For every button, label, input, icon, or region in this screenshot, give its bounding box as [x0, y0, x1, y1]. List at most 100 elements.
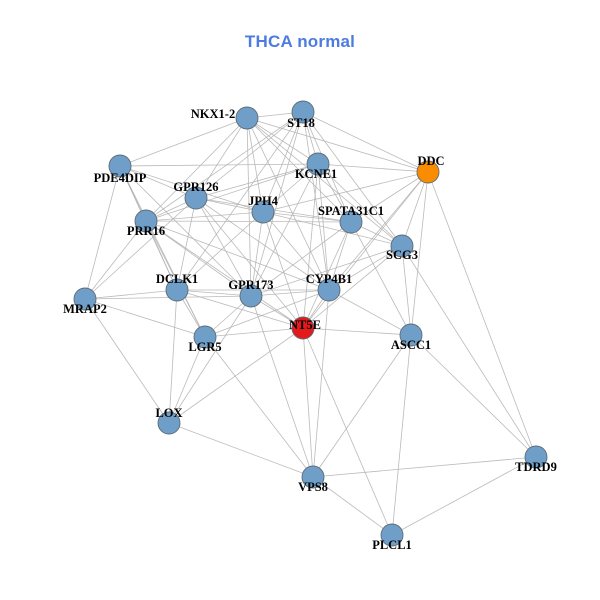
- node-label-PDE4DIP: PDE4DIP: [94, 171, 147, 185]
- edge-DDC-TDRD9: [427, 171, 537, 458]
- node-label-ST18: ST18: [287, 116, 315, 130]
- edge-KCNE1-NT5E: [302, 163, 319, 329]
- edge-PRR16-DCLK1: [145, 220, 178, 291]
- edge-NT5E-VPS8: [302, 327, 314, 478]
- edge-ASCC1-TDRD9: [410, 334, 537, 458]
- edge-DCLK1-LOX: [168, 289, 178, 424]
- node-MRAP2: [73, 287, 97, 311]
- edge-NT5E-PLCL1: [302, 327, 393, 536]
- edge-LOX-VPS8: [168, 422, 314, 478]
- edge-SPATA31C1-DDC: [350, 171, 429, 223]
- edge-DDC-NT5E: [302, 171, 429, 329]
- node-label-SCG3: SCG3: [386, 248, 418, 262]
- edge-ST18-PRR16: [145, 111, 304, 222]
- edge-DCLK1-MRAP2: [84, 289, 178, 300]
- edge-NKX1-2-PDE4DIP: [119, 117, 248, 167]
- edge-JPH4-SCG3: [262, 211, 403, 247]
- edge-NKX1-2-CYP4B1: [246, 117, 330, 291]
- edge-ST18-DCLK1: [176, 111, 304, 291]
- edge-SCG3-DDC: [401, 171, 429, 247]
- edge-LGR5-VPS8: [204, 336, 314, 478]
- edge-DCLK1-NT5E: [176, 289, 304, 329]
- edge-GPR173-SCG3: [250, 245, 403, 297]
- node-label-JPH4: JPH4: [248, 194, 279, 208]
- edge-SPATA31C1-NT5E: [302, 221, 352, 329]
- edge-KCNE1-GPR173: [250, 163, 319, 297]
- node-ST18: [291, 100, 315, 124]
- node-label-SPATA31C1: SPATA31C1: [318, 204, 384, 218]
- edge-JPH4-DDC: [262, 171, 429, 213]
- node-PDE4DIP: [108, 154, 132, 178]
- edge-PDE4DIP-GPR173: [119, 165, 252, 297]
- node-PLCL1: [380, 523, 404, 547]
- node-ASCC1: [399, 323, 423, 347]
- chart-title: THCA normal: [244, 32, 356, 51]
- edge-CYP4B1-LGR5: [204, 289, 330, 338]
- edge-ASCC1-VPS8: [312, 334, 412, 478]
- node-SCG3: [390, 234, 414, 258]
- node-label-MRAP2: MRAP2: [63, 302, 107, 316]
- edge-MRAP2-LOX: [84, 298, 170, 424]
- edge-PDE4DIP-MRAP2: [84, 165, 121, 300]
- edge-KCNE1-PRR16: [145, 163, 319, 222]
- edge-SPATA31C1-PRR16: [145, 220, 352, 223]
- edge-JPH4-CYP4B1: [262, 211, 330, 291]
- edge-PRR16-GPR173: [145, 220, 252, 297]
- edge-JPH4-DCLK1: [176, 211, 264, 291]
- edge-GPR126-GPR173: [195, 197, 252, 297]
- node-label-DCLK1: DCLK1: [156, 272, 198, 286]
- node-label-LGR5: LGR5: [188, 340, 221, 354]
- edge-KCNE1-GPR126: [195, 163, 319, 199]
- node-DDC: [416, 160, 440, 184]
- edge-PRR16-MRAP2: [84, 220, 147, 300]
- edge-NKX1-2-PRR16: [145, 117, 248, 222]
- node-NT5E: [291, 316, 315, 340]
- node-CYP4B1: [317, 278, 341, 302]
- node-label-LOX: LOX: [155, 406, 182, 420]
- edge-ST18-CYP4B1: [302, 111, 330, 291]
- edge-SPATA31C1-GPR173: [250, 221, 352, 297]
- node-label-GPR173: GPR173: [228, 278, 273, 292]
- edge-ASCC1-PLCL1: [391, 334, 412, 536]
- node-TDRD9: [524, 445, 548, 469]
- edge-JPH4-SPATA31C1: [262, 211, 352, 223]
- edge-DDC-ASCC1: [410, 171, 429, 336]
- edge-GPR126-CYP4B1: [195, 197, 330, 291]
- node-PRR16: [134, 209, 158, 233]
- node-JPH4: [251, 200, 275, 224]
- edge-MRAP2-LGR5: [84, 298, 206, 338]
- node-VPS8: [301, 465, 325, 489]
- edge-GPR126-PDE4DIP: [119, 165, 197, 199]
- edge-SCG3-TDRD9: [401, 245, 537, 458]
- edge-CYP4B1-DDC: [328, 171, 429, 291]
- edge-JPH4-PRR16: [145, 211, 264, 222]
- edge-GPR126-MRAP2: [84, 197, 197, 300]
- edge-NKX1-2-GPR126: [195, 117, 248, 199]
- node-label-KCNE1: KCNE1: [295, 167, 337, 181]
- edge-NKX1-2-GPR173: [246, 117, 252, 297]
- edge-LGR5-LOX: [168, 336, 206, 424]
- node-NKX1-2: [235, 106, 259, 130]
- edge-CYP4B1-VPS8: [312, 289, 330, 478]
- edge-PRR16-CYP4B1: [145, 220, 330, 291]
- node-label-PLCL1: PLCL1: [372, 538, 412, 552]
- node-label-GPR126: GPR126: [173, 180, 218, 194]
- edge-KCNE1-SCG3: [317, 163, 403, 247]
- node-label-NKX1-2: NKX1-2: [191, 107, 235, 121]
- edge-ST18-GPR173: [250, 111, 304, 297]
- node-label-PRR16: PRR16: [127, 224, 165, 238]
- edge-JPH4-NT5E: [262, 211, 304, 329]
- edge-GPR173-LOX: [168, 295, 252, 424]
- node-LGR5: [193, 325, 217, 349]
- edge-ST18-DDC: [302, 111, 429, 173]
- edge-GPR173-MRAP2: [84, 295, 252, 300]
- edge-VPS8-TDRD9: [312, 456, 537, 478]
- edge-NKX1-2-DDC: [246, 117, 429, 173]
- edge-NKX1-2-SCG3: [246, 117, 403, 247]
- edge-ST18-GPR126: [195, 111, 304, 199]
- node-GPR173: [239, 284, 263, 308]
- node-label-TDRD9: TDRD9: [515, 460, 557, 474]
- edge-KCNE1-DDC: [317, 163, 429, 173]
- edge-SPATA31C1-CYP4B1: [328, 221, 352, 291]
